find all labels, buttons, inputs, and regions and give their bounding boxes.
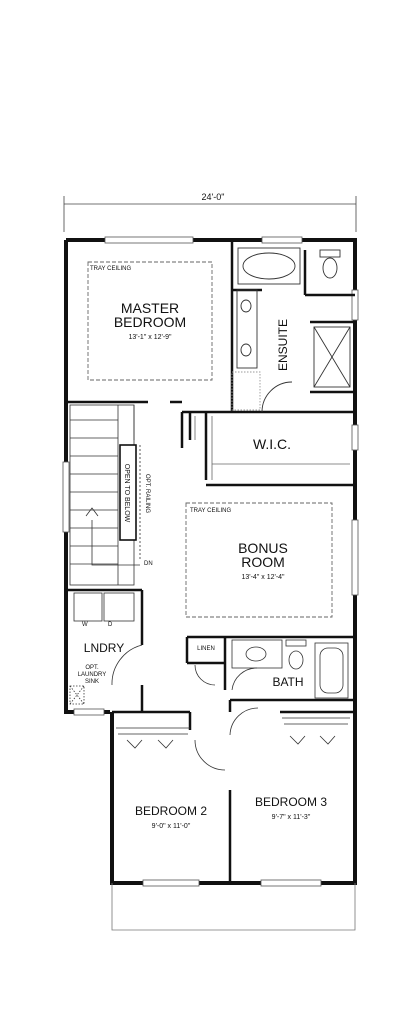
wic-shelving [194,416,350,480]
bedroom3-size: 9'-7" x 11'-3" [272,814,311,821]
overall-dimension: 24'-0" [202,192,225,202]
bedroom2-door-swing [194,739,226,771]
opt-railing-label: OPT. RAILING [144,474,150,513]
laundry-label: LNDRY [84,641,124,655]
washer-label: W [82,622,88,628]
bedroom2-size: 9'-0" x 11'-0" [152,823,191,830]
overall-dimension-line [63,196,357,232]
laundry-sink [69,685,85,705]
ensuite-sink-2 [240,343,252,357]
ensuite-fixtures [231,247,351,413]
master-bedroom-name-line1: MASTER [121,300,179,316]
bedroom3-name: BEDROOM 3 [255,795,327,809]
bonus-room-name-line1: BONUS [238,540,288,556]
open-to-below-label: OPEN TO BELOW [123,464,130,523]
laundry-sink-note-1: OPT. [85,665,99,671]
ensuite-shower [313,326,351,388]
ensuite-label: ENSUITE [276,319,290,371]
master-bedroom-name-line2: BEDROOM [114,314,186,330]
bonus-tray-ceiling-label: TRAY CEILING [190,508,231,514]
bedroom3-door-swing [229,707,259,736]
bedroom2-name: BEDROOM 2 [135,804,207,818]
windows [62,236,359,887]
master-tray-ceiling-label: TRAY CEILING [90,266,131,272]
ensuite-mat [231,371,261,411]
bath-toilet-bowl [288,650,304,670]
ensuite-door-swing [261,381,293,413]
bath-vanity [231,639,283,669]
ensuite-bathtub-basin [242,252,296,280]
ensuite-vanity [236,289,258,369]
lower-roof-outline [111,883,356,931]
laundry-sink-note-3: SINK [85,679,99,685]
laundry-sink-note-2: LAUNDRY [78,672,107,678]
bath-toilet-tank [285,639,307,647]
exterior-walls [64,238,357,885]
dryer-label: D [108,622,113,628]
laundry-door-swing [111,644,143,686]
interior-walls [66,240,355,883]
linen-door-swing [194,664,216,686]
wic-label: W.I.C. [253,436,291,452]
bath-sink [245,646,267,662]
ensuite-toilet-bowl [322,257,338,279]
master-bedroom-size: 13'-1" x 12'-9" [128,334,172,341]
linen-label: LINEN [197,646,215,652]
bath-door-swing [231,667,258,691]
stairs-down-label: DN [144,561,153,567]
bathtub [314,642,349,699]
bedroom-closets [116,707,350,771]
bonus-room-size: 13'-4" x 12'-4" [241,574,285,581]
bath-label: BATH [272,675,303,689]
ensuite-sink-1 [240,299,252,313]
stair-direction-arrow [91,520,140,566]
master-tray-ceiling-outline [87,261,213,381]
bonus-tray-ceiling-outline [185,502,333,618]
ensuite-toilet-tank [319,249,341,258]
open-to-below-railing [119,444,137,541]
bonus-room-name-line2: ROOM [241,554,285,570]
laundry-fixtures [69,592,143,705]
bath-fixtures [194,639,349,699]
ensuite-bathtub [237,247,301,285]
dryer [103,592,135,622]
washer [73,592,103,622]
